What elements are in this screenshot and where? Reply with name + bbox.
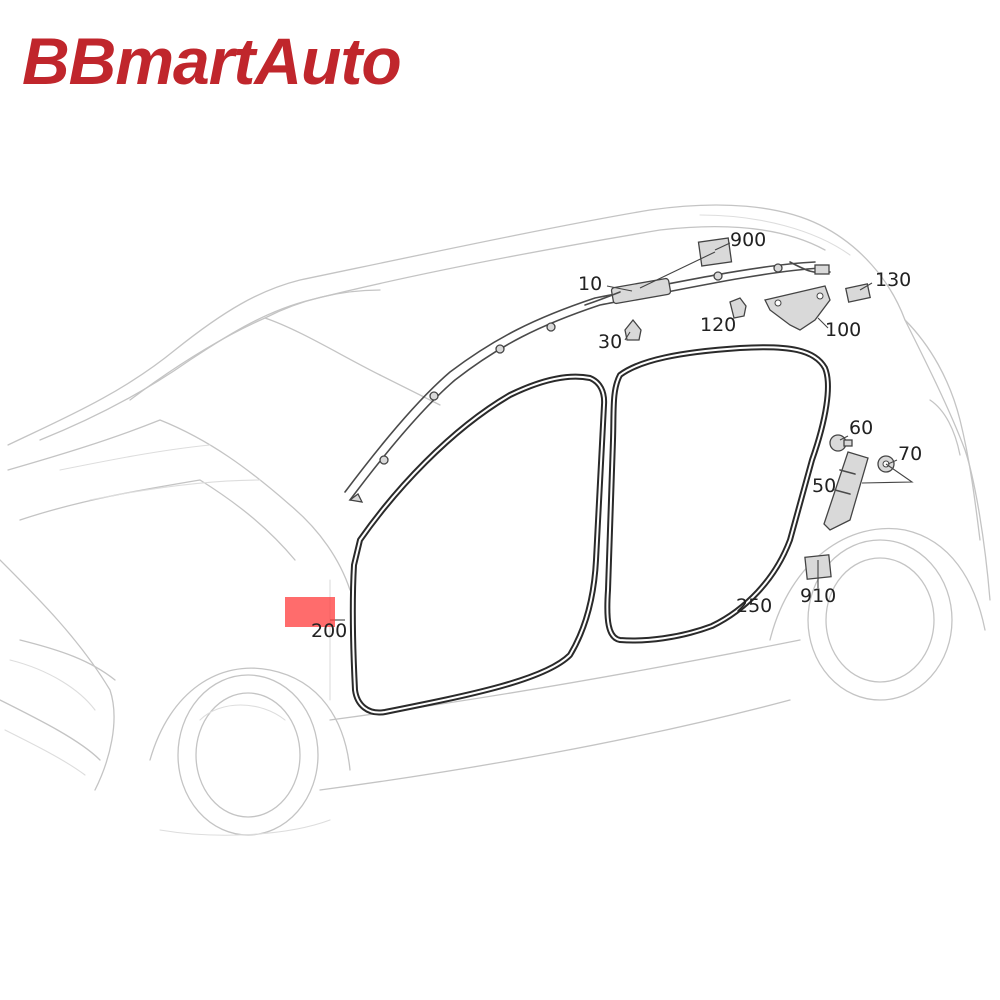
callout-910: 910 <box>800 585 836 607</box>
callout-900: 900 <box>730 229 766 251</box>
callout-labels: 900 10 130 120 100 30 60 70 50 910 250 2… <box>311 229 922 642</box>
small-parts <box>624 237 895 580</box>
part-120 <box>729 297 747 319</box>
callout-10: 10 <box>578 273 602 295</box>
highlight-marker <box>285 597 335 627</box>
callout-70: 70 <box>898 443 922 465</box>
rear-door-seal <box>604 344 831 644</box>
door-seals <box>349 344 831 716</box>
brand-logo: BBmartAuto <box>22 24 402 98</box>
callout-250: 250 <box>736 595 772 617</box>
callout-30: 30 <box>598 331 622 353</box>
front-door-seal <box>349 373 608 716</box>
callout-120: 120 <box>700 314 736 336</box>
callout-60: 60 <box>849 417 873 439</box>
leader-lines <box>330 242 914 621</box>
callout-50: 50 <box>812 475 836 497</box>
curtain-airbag <box>344 261 831 503</box>
part-130 <box>845 283 871 303</box>
callout-200: 200 <box>311 620 347 642</box>
callout-130: 130 <box>875 269 911 291</box>
callout-100: 100 <box>825 319 861 341</box>
part-50 <box>823 451 869 531</box>
part-100 <box>764 285 831 331</box>
